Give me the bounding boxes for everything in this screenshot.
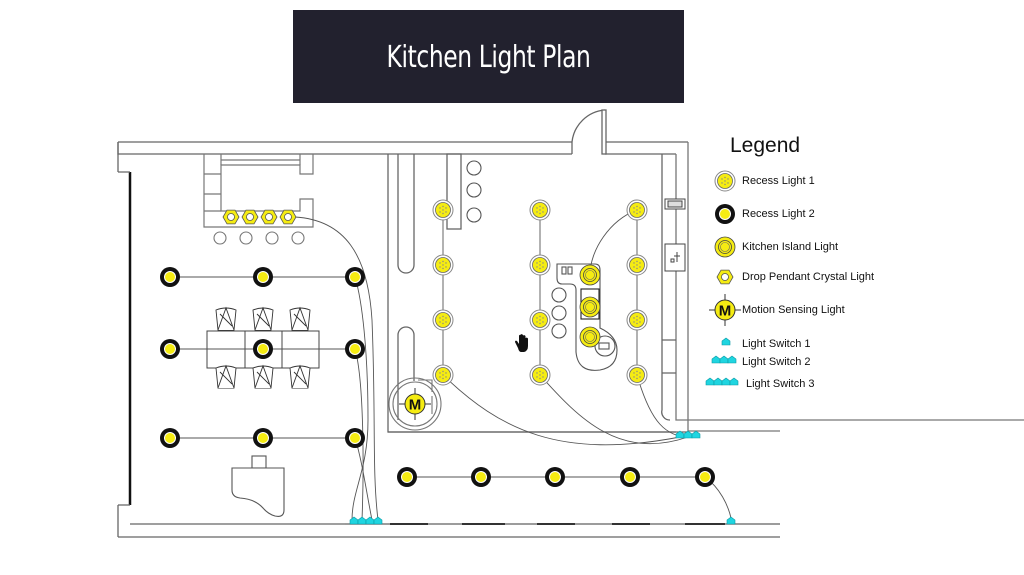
light-switch-2	[675, 430, 701, 439]
stool	[466, 207, 482, 223]
recess-light-1	[432, 254, 454, 276]
legend-drop-pendant-icon	[716, 269, 734, 285]
door-frame	[571, 110, 688, 155]
legend-label-drop-pendant: Drop Pendant Crystal Light	[742, 271, 875, 283]
light-switch-3	[349, 516, 383, 525]
kitchen-island-light-group	[579, 264, 601, 348]
legend-light-switch-3-icon	[705, 377, 739, 386]
door-swing	[571, 109, 606, 143]
kitchen-island-light	[579, 296, 601, 318]
recess-light-1	[529, 309, 551, 331]
stool	[551, 305, 567, 321]
recess-light-2	[471, 467, 491, 487]
bar-stool	[265, 231, 279, 245]
recess-light-2	[345, 267, 365, 287]
recess-light-1	[432, 199, 454, 221]
dining-chairs	[215, 306, 311, 389]
round-shower	[388, 377, 442, 431]
drop-pendant-crystal-light	[279, 209, 297, 225]
legend-recess-light-1-icon	[714, 170, 736, 192]
legend-label-motion-sensing: Motion Sensing Light	[742, 304, 845, 316]
page-title: Kitchen Light Plan	[386, 40, 591, 75]
legend-symbols: M	[705, 170, 741, 386]
stool	[551, 323, 567, 339]
hand-cursor-icon	[515, 334, 528, 352]
stool	[466, 182, 482, 198]
recess-light-1	[626, 199, 648, 221]
legend-label-kitchen-island-light: Kitchen Island Light	[742, 241, 839, 253]
recess-light-2	[253, 428, 273, 448]
recess-light-2	[695, 467, 715, 487]
legend-label-light-switch-3: Light Switch 3	[746, 378, 815, 390]
outer-wall-top-left	[117, 141, 572, 155]
light-switch-1	[726, 516, 736, 525]
wires	[170, 209, 732, 521]
bar-counter	[203, 154, 314, 228]
stool	[551, 287, 567, 303]
outer-wall-bottom	[118, 523, 780, 538]
recess-light-1	[529, 364, 551, 386]
legend-recess-light-2-icon	[715, 204, 735, 224]
recess-light-1	[626, 309, 648, 331]
outer-wall-right	[675, 142, 1024, 431]
recess-light-2	[620, 467, 640, 487]
bar-stool	[239, 231, 253, 245]
walls	[117, 109, 1024, 538]
kitchen-island-light	[579, 264, 601, 286]
recess-light-2	[397, 467, 417, 487]
drop-pendant-crystal-light	[241, 209, 259, 225]
recess-light-2	[253, 339, 273, 359]
recess-light-2	[545, 467, 565, 487]
recess-light-1	[529, 199, 551, 221]
motion-light-letter: M	[409, 397, 422, 414]
motion-light-letter: M	[719, 303, 732, 320]
recess-light-1-group	[432, 199, 648, 386]
legend-motion-sensing-icon: M	[709, 294, 741, 326]
legend-label-light-switch-2: Light Switch 2	[742, 356, 811, 368]
recess-light-1	[529, 254, 551, 276]
recess-light-1	[432, 364, 454, 386]
appliances	[664, 198, 686, 272]
light-switch-group	[349, 430, 736, 525]
legend-label-light-switch-1: Light Switch 1	[742, 338, 811, 350]
bar-stools	[213, 231, 305, 245]
door-leaf	[601, 109, 607, 155]
recess-light-1	[626, 364, 648, 386]
recess-light-2	[253, 267, 273, 287]
motion-sensing-light: M	[399, 388, 431, 420]
legend-title: Legend	[730, 134, 801, 157]
dining-chair	[252, 364, 274, 389]
recess-light-2-group	[160, 267, 715, 487]
piano	[231, 455, 285, 517]
title-banner: Kitchen Light Plan	[293, 10, 684, 103]
kitchen-island-light	[579, 326, 601, 348]
kitchen-stools	[466, 160, 567, 339]
recess-light-1	[432, 309, 454, 331]
dining-chair	[289, 364, 311, 389]
stool	[466, 160, 482, 176]
recess-light-2	[160, 428, 180, 448]
drop-pendant-crystal-light	[260, 209, 278, 225]
legend-label-recess-light-2: Recess Light 2	[742, 208, 815, 220]
recess-light-1	[626, 254, 648, 276]
legend-kitchen-island-light-icon	[714, 236, 736, 258]
recess-light-2	[160, 339, 180, 359]
drop-pendant-group	[222, 209, 297, 225]
dining-chair	[215, 306, 237, 331]
recess-light-2	[345, 339, 365, 359]
bar-stool	[291, 231, 305, 245]
dining-chair	[252, 306, 274, 331]
recess-light-2	[345, 428, 365, 448]
legend-label-recess-light-1: Recess Light 1	[742, 175, 815, 187]
motion-light-group: M	[399, 388, 431, 420]
recess-light-2	[160, 267, 180, 287]
legend-light-switch-2-icon	[711, 355, 737, 364]
legend-light-switch-1-icon	[721, 337, 731, 346]
partition-wall	[387, 154, 688, 433]
dining-chair	[215, 364, 237, 389]
bar-stool	[213, 231, 227, 245]
dining-chair	[289, 306, 311, 331]
drop-pendant-crystal-light	[222, 209, 240, 225]
